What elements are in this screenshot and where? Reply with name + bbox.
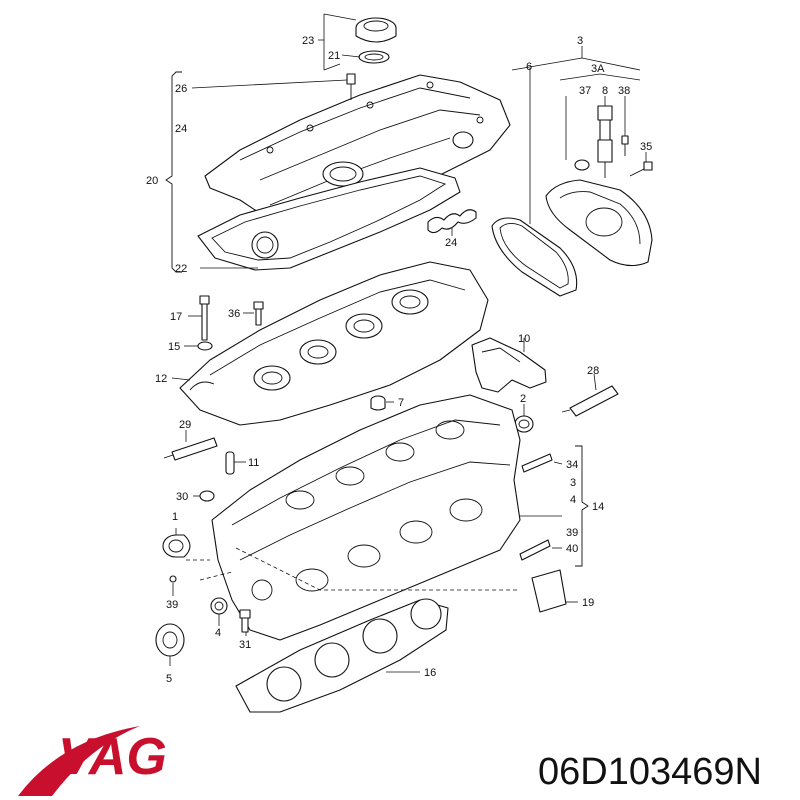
- callout-labels: 23 21 26 24 20 22 24 3 3A 6 37 8 38 35 1…: [146, 35, 652, 685]
- label-39-left: 39: [166, 599, 178, 611]
- label-30: 30: [176, 491, 188, 503]
- sealant-tube-28: [561, 385, 619, 417]
- label-5: 5: [166, 673, 172, 685]
- sprocket: [155, 623, 185, 657]
- label-10: 10: [518, 333, 530, 345]
- label-34: 34: [566, 459, 578, 471]
- camshaft-housing: [179, 261, 489, 426]
- logo-swoosh: [18, 726, 140, 796]
- label-36: 36: [228, 308, 240, 320]
- label-17: 17: [170, 311, 182, 323]
- label-3-mid: 3: [570, 477, 576, 489]
- label-12: 12: [155, 373, 167, 385]
- bracket: [471, 337, 547, 393]
- washer-15: [197, 341, 213, 351]
- housing-bolt-17: [199, 295, 210, 341]
- label-4-low: 4: [215, 627, 221, 639]
- label-19: 19: [582, 597, 594, 609]
- label-20: 20: [146, 175, 158, 187]
- label-6: 6: [526, 61, 532, 73]
- label-40: 40: [566, 543, 578, 555]
- label-8: 8: [602, 85, 608, 97]
- stud-34: [521, 453, 553, 473]
- o-ring-30: [199, 490, 215, 502]
- label-39-right: 39: [566, 527, 578, 539]
- label-38: 38: [618, 85, 630, 97]
- oil-filler-cap: [355, 17, 397, 43]
- label-28: 28: [587, 365, 599, 377]
- label-35: 35: [640, 141, 652, 153]
- filler-cap-seal: [358, 50, 390, 64]
- label-37: 37: [579, 85, 591, 97]
- valve-o-ring: [574, 159, 590, 171]
- sealant-tube-29: [163, 437, 218, 461]
- logo-text: VAG: [58, 728, 167, 786]
- label-23: 23: [302, 35, 314, 47]
- cylinder-head: [211, 394, 521, 641]
- bolt-31: [239, 609, 251, 633]
- cover-bolt: [346, 73, 356, 100]
- label-2: 2: [520, 393, 526, 405]
- cover-gasket: [197, 167, 461, 271]
- label-4-mid: 4: [570, 494, 576, 506]
- spark-plug-seals: [427, 209, 477, 234]
- label-3-top: 3: [577, 35, 583, 47]
- label-26: 26: [175, 83, 187, 95]
- label-1: 1: [172, 511, 178, 523]
- timing-cover: [545, 179, 653, 267]
- label-11: 11: [248, 457, 259, 469]
- plug: [370, 395, 386, 411]
- shield-plate: [531, 569, 567, 613]
- label-21: 21: [328, 50, 340, 62]
- label-16: 16: [424, 667, 436, 679]
- timing-cover-gasket: [491, 217, 578, 297]
- bolt-36: [253, 301, 264, 326]
- head-gasket: [235, 598, 449, 713]
- label-22: 22: [175, 263, 187, 275]
- camshaft-adjuster-valve: [597, 105, 613, 178]
- check-ball: [169, 575, 177, 583]
- stud-40: [519, 539, 551, 561]
- label-24-cover: 24: [175, 123, 187, 135]
- label-14: 14: [592, 501, 604, 513]
- label-31: 31: [239, 639, 251, 651]
- cover-bolt-35: [629, 161, 653, 177]
- label-29: 29: [179, 419, 191, 431]
- label-24-seals: 24: [445, 237, 457, 249]
- valve-bolt: [621, 135, 629, 156]
- label-7: 7: [398, 397, 404, 409]
- label-3a: 3A: [591, 63, 605, 75]
- camshaft-seal: [162, 534, 191, 558]
- vag-logo: VAG: [18, 726, 167, 796]
- leader-lines: [165, 13, 647, 673]
- part-number: 06D103469N: [538, 751, 762, 793]
- sleeve-4: [210, 597, 228, 615]
- dowel-pin: [225, 451, 235, 475]
- label-15: 15: [168, 341, 180, 353]
